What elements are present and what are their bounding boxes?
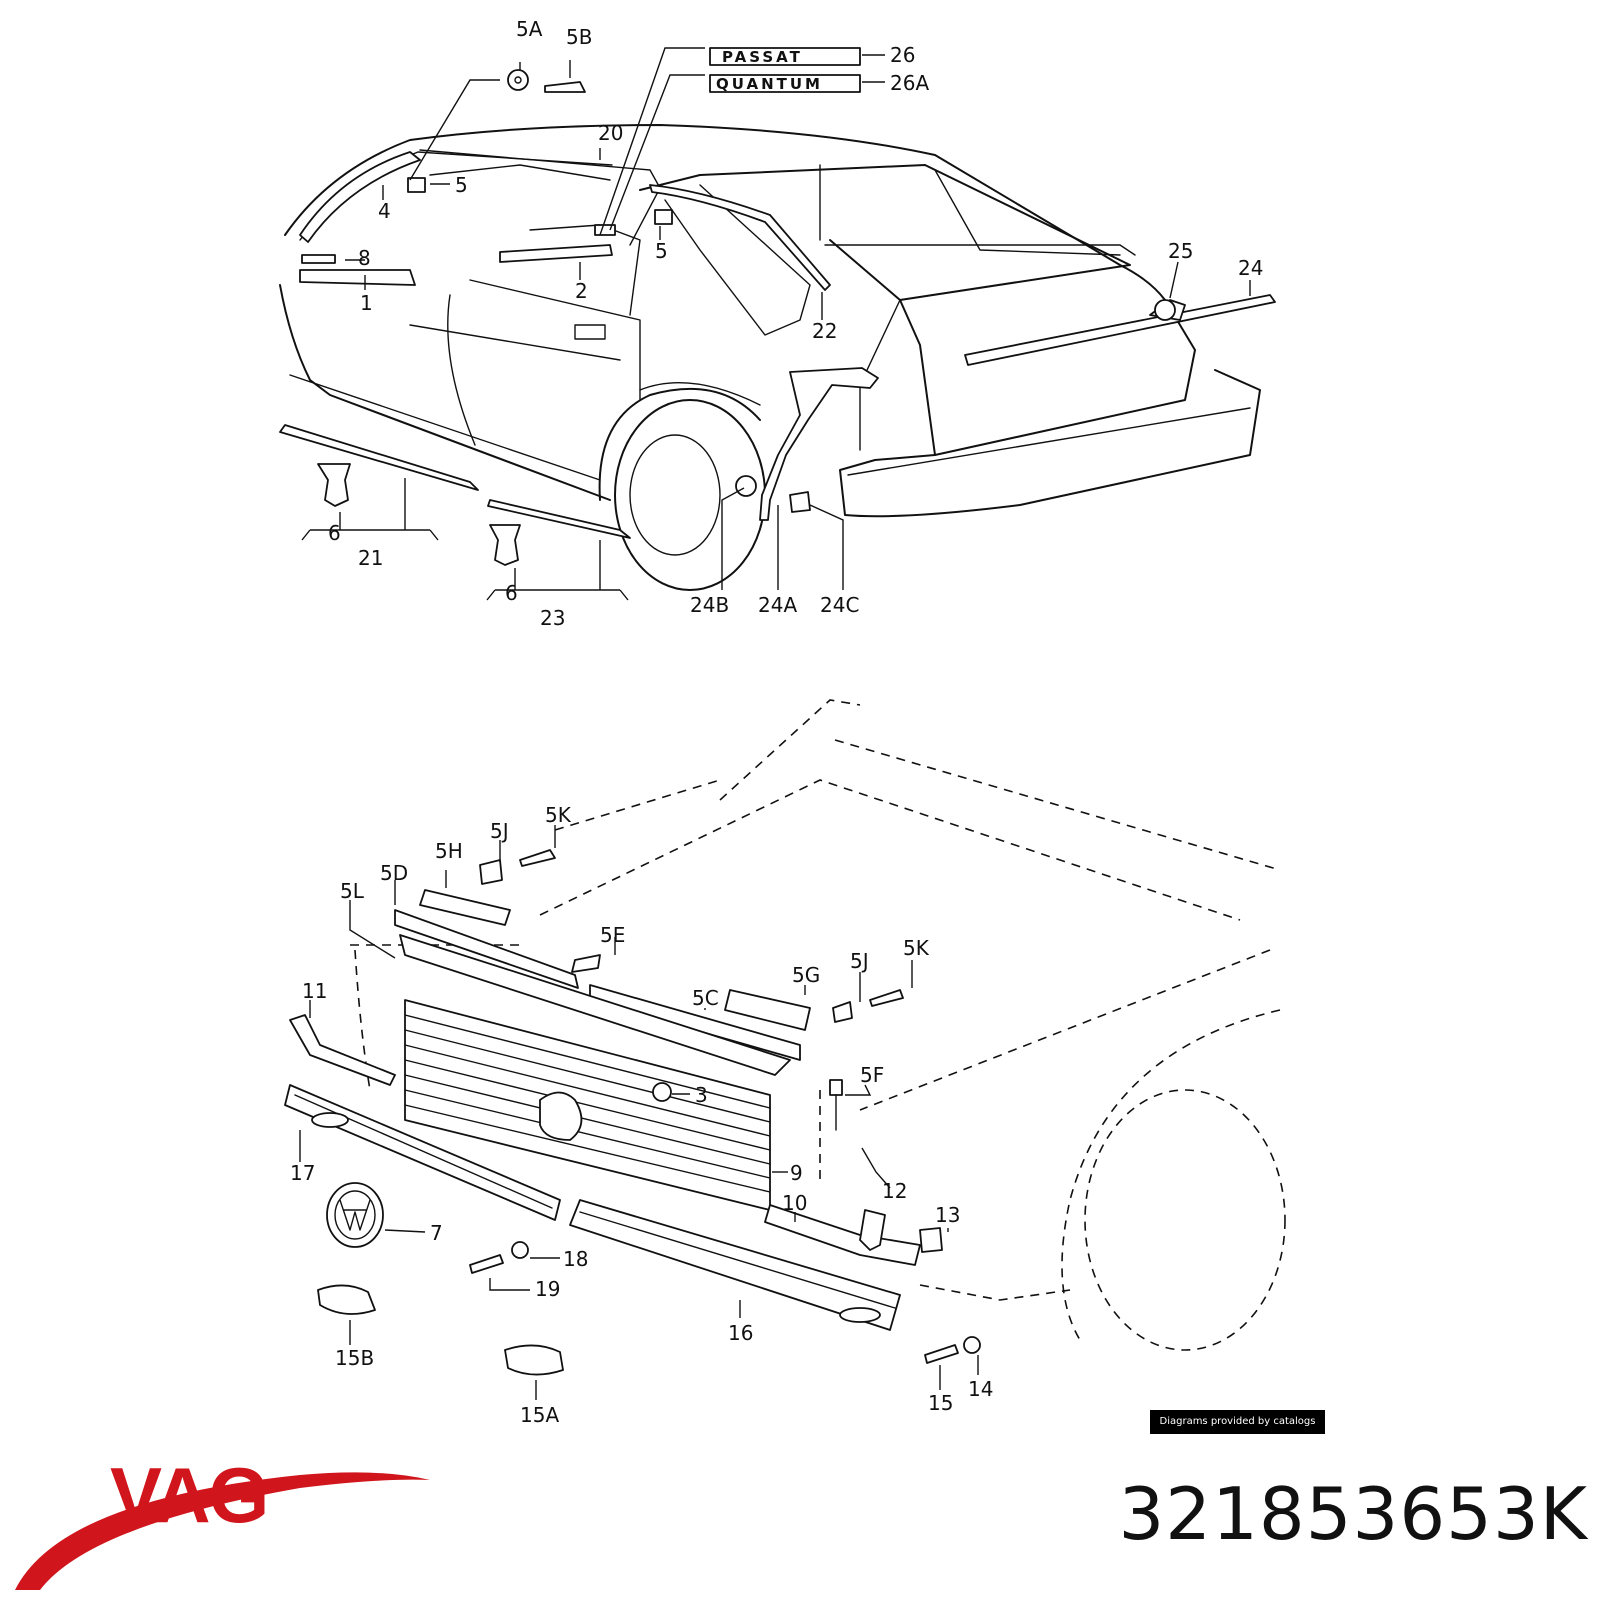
diagram-credit: Diagrams provided by catalogs parts bbox=[1150, 1410, 1325, 1451]
callout-5-upper: 5 bbox=[455, 173, 468, 197]
logo-swoosh bbox=[15, 1472, 430, 1590]
callout-24: 24 bbox=[1238, 256, 1263, 280]
callout-12: 12 bbox=[882, 1179, 907, 1203]
callout-4: 4 bbox=[378, 199, 391, 223]
callout-5j-top: 5J bbox=[490, 819, 509, 843]
callout-5k-top: 5K bbox=[545, 803, 572, 827]
callout-6-left: 6 bbox=[328, 521, 341, 545]
callout-24c: 24C bbox=[820, 593, 859, 617]
callout-9: 9 bbox=[790, 1161, 803, 1185]
callout-15: 15 bbox=[928, 1391, 953, 1415]
callout-20: 20 bbox=[598, 121, 623, 145]
callout-6-right: 6 bbox=[505, 581, 518, 605]
callout-5c: 5C bbox=[692, 986, 719, 1010]
part-number: 321853653K bbox=[1118, 1472, 1588, 1556]
callout-16: 16 bbox=[728, 1321, 753, 1345]
callout-26a: 26A bbox=[890, 71, 929, 95]
front-car-drawing bbox=[284, 699, 1286, 1376]
callout-5j-right: 5J bbox=[850, 949, 869, 973]
callout-14: 14 bbox=[968, 1377, 993, 1401]
callout-15b: 15B bbox=[335, 1346, 374, 1370]
badge-passat: PASSAT bbox=[722, 48, 803, 66]
callout-17: 17 bbox=[290, 1161, 315, 1185]
callout-3: 3 bbox=[695, 1083, 708, 1107]
callout-18: 18 bbox=[563, 1247, 588, 1271]
callout-2: 2 bbox=[575, 279, 588, 303]
rear-leader-lines bbox=[301, 47, 1251, 601]
callout-5e: 5E bbox=[600, 923, 625, 947]
callout-7: 7 bbox=[430, 1221, 443, 1245]
callout-24b: 24B bbox=[690, 593, 729, 617]
callout-8: 8 bbox=[358, 246, 371, 270]
callout-24a: 24A bbox=[758, 593, 797, 617]
callout-5a: 5A bbox=[516, 17, 543, 41]
callout-5g: 5G bbox=[792, 963, 820, 987]
badge-quantum: QUANTUM bbox=[716, 75, 823, 93]
callout-15a: 15A bbox=[520, 1403, 559, 1427]
callout-23: 23 bbox=[540, 606, 565, 630]
callout-5l: 5L bbox=[340, 879, 365, 903]
callout-5f: 5F bbox=[860, 1063, 884, 1087]
callout-19: 19 bbox=[535, 1277, 560, 1301]
front-leader-lines bbox=[299, 825, 979, 1400]
callout-5-pillar: 5 bbox=[655, 239, 668, 263]
callout-1: 1 bbox=[360, 291, 373, 315]
callout-10: 10 bbox=[782, 1191, 807, 1215]
vag-logo: VAG bbox=[0, 1440, 460, 1600]
callout-26: 26 bbox=[890, 43, 915, 67]
callout-5d: 5D bbox=[380, 861, 408, 885]
front-callouts: 5K 5J 5H 5D 5L 5E 5K 5J 5G 5C 11 3 5F 9 … bbox=[290, 803, 993, 1427]
rear-callouts: 5A 5B 26 26A 20 5 4 5 8 1 2 22 25 24 6 2… bbox=[328, 17, 1263, 630]
callout-5h: 5H bbox=[435, 839, 463, 863]
callout-13: 13 bbox=[935, 1203, 960, 1227]
callout-5b: 5B bbox=[566, 25, 592, 49]
callout-21: 21 bbox=[358, 546, 383, 570]
callout-5k-right: 5K bbox=[903, 936, 930, 960]
logo-wordmark: VAG bbox=[110, 1451, 267, 1539]
rear-car-drawing: PASSAT QUANTUM bbox=[279, 47, 1276, 591]
callout-25: 25 bbox=[1168, 239, 1193, 263]
callout-22: 22 bbox=[812, 319, 837, 343]
callout-11: 11 bbox=[302, 979, 327, 1003]
